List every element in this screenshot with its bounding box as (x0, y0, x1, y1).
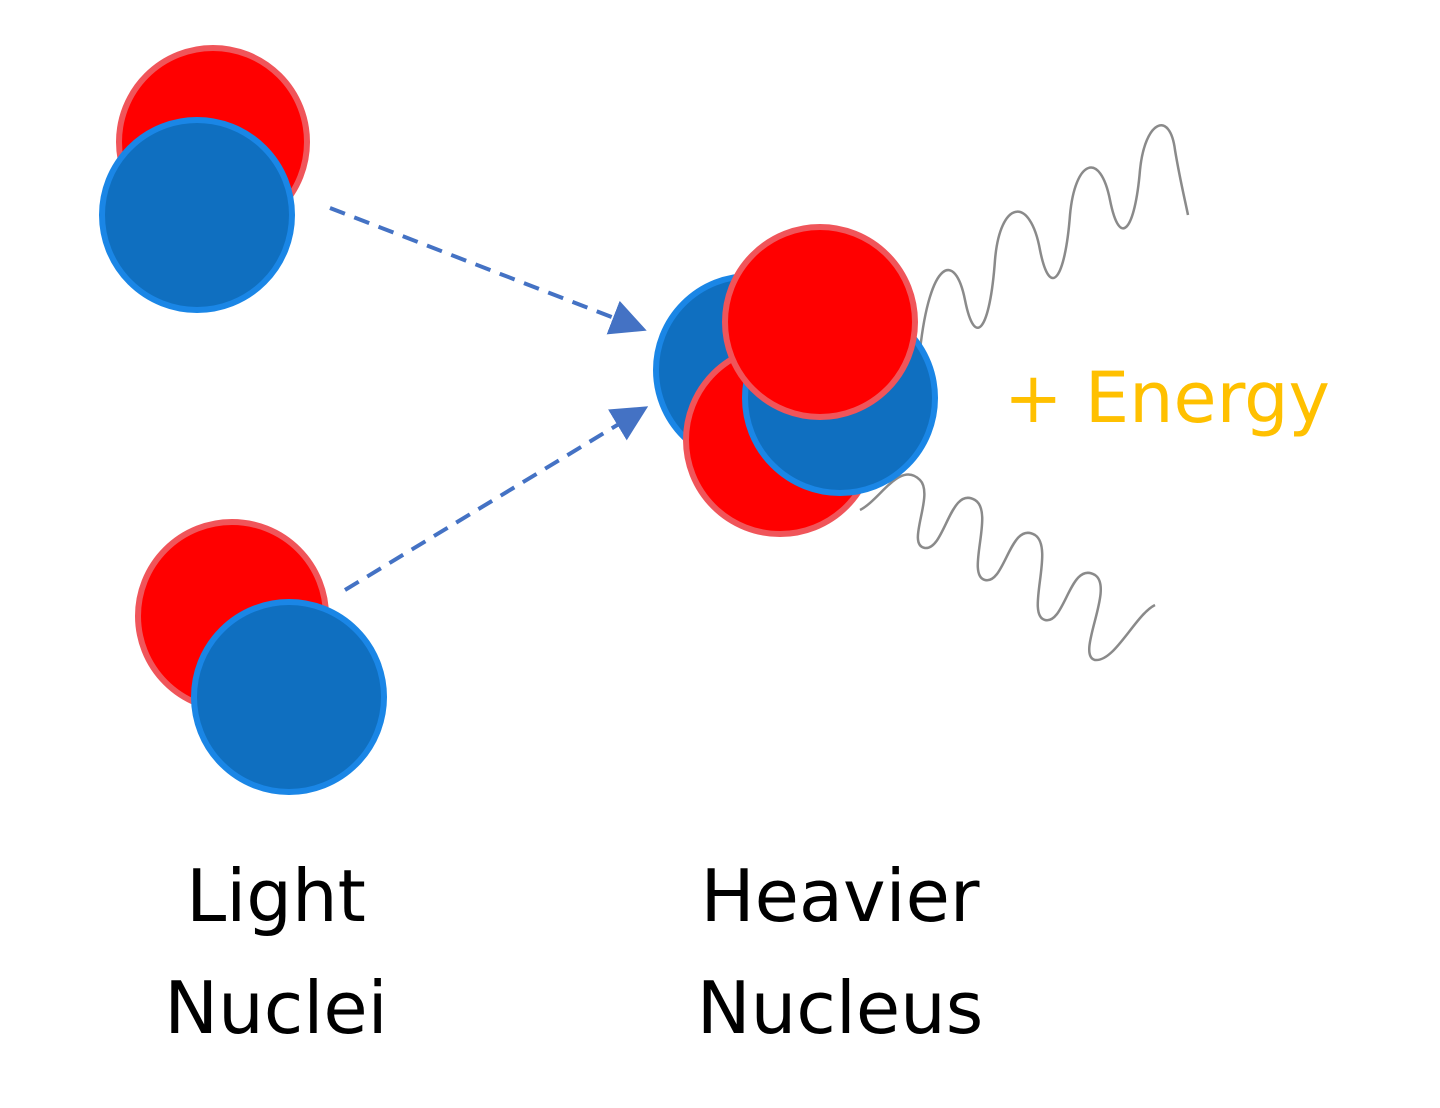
energy-label: + Energy (1004, 357, 1330, 439)
energy-wave-lower (859, 473, 1156, 662)
heavier-label-line1: Heavier (700, 854, 980, 938)
fusion-arrow-bottom (343, 406, 649, 592)
energy-wave-upper (918, 124, 1190, 351)
light-nucleus-bottom (135, 519, 387, 795)
neutron-particle (191, 599, 387, 795)
neutron-particle (99, 117, 295, 313)
fusion-arrow-top (329, 206, 647, 335)
proton-particle (722, 224, 918, 420)
light-label-line1: Light (186, 854, 366, 938)
heavier-nucleus (653, 224, 938, 537)
light-nucleus-top (99, 45, 310, 313)
light-nuclei-label: Light Nuclei (96, 840, 456, 1064)
heavier-nucleus-label: Heavier Nucleus (640, 840, 1040, 1064)
heavier-label-line2: Nucleus (696, 966, 984, 1050)
light-label-line2: Nuclei (164, 966, 388, 1050)
